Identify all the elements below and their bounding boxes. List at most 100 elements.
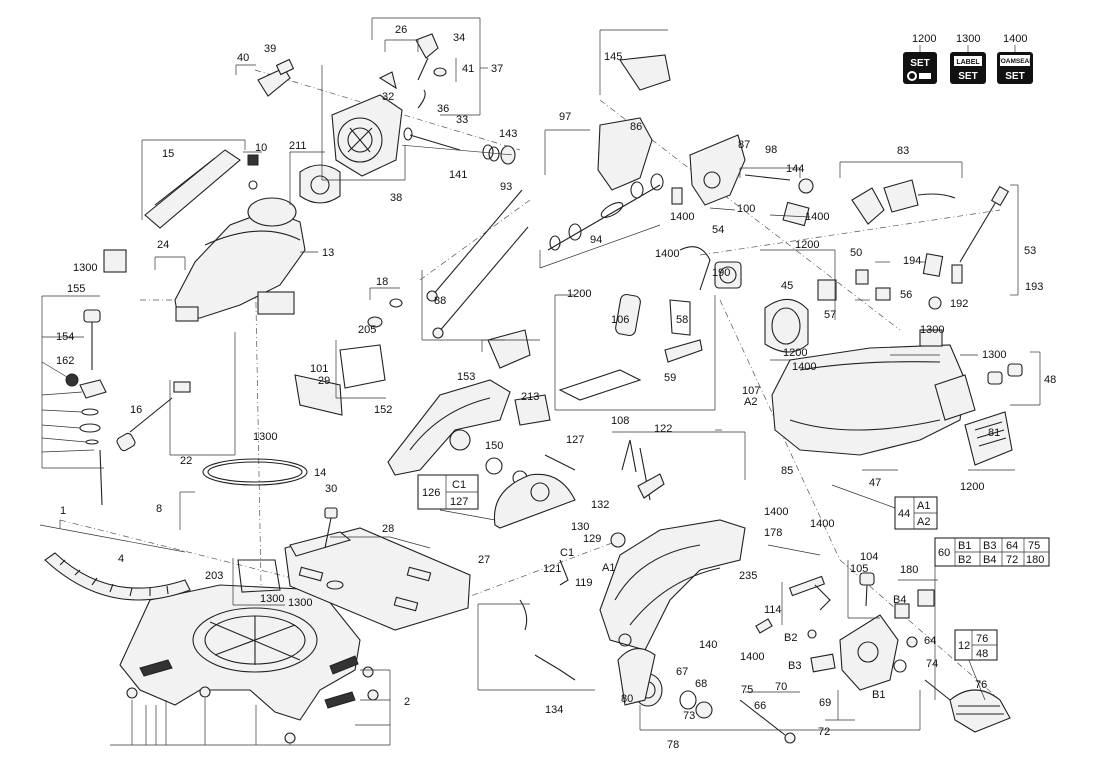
kit-1200-set: 1200 SET xyxy=(903,33,937,84)
callout-B2: B2 xyxy=(784,632,797,644)
table-60-r2c2: B4 xyxy=(983,554,996,566)
callout-1300: 1300 xyxy=(260,593,284,605)
callout-18: 18 xyxy=(376,276,388,288)
callout-38: 38 xyxy=(390,192,402,204)
callout-B4: B4 xyxy=(893,594,906,606)
callout-1300: 1300 xyxy=(956,33,980,45)
kit-1200-caption: SET xyxy=(910,58,929,69)
callout-1400: 1400 xyxy=(792,361,816,373)
callout-130: 130 xyxy=(571,521,589,533)
callout-86: 86 xyxy=(630,121,642,133)
table-60-r2c1: B2 xyxy=(958,554,971,566)
callout-105: 105 xyxy=(850,563,868,575)
kit-1400-foamseal-set: 1400 FOAMSEAL SET xyxy=(997,33,1033,84)
table-126-top: C1 xyxy=(452,479,466,491)
callout-85: 85 xyxy=(781,465,793,477)
callout-1300: 1300 xyxy=(920,324,944,336)
callout-1400: 1400 xyxy=(740,651,764,663)
callout-101: 101 xyxy=(310,363,328,375)
callout-154: 154 xyxy=(56,331,74,343)
misc-small-parts xyxy=(237,246,711,681)
callout-8: 8 xyxy=(156,503,162,515)
callout-193: 193 xyxy=(1025,281,1043,293)
blade-housing-a1 xyxy=(599,519,746,651)
callout-80: 80 xyxy=(621,693,633,705)
callout-labels: 1248101314151618222426272829303233343637… xyxy=(56,24,1056,751)
table-60-r2c4: 180 xyxy=(1026,554,1044,566)
callout-14: 14 xyxy=(314,467,326,479)
svg-text:SET: SET xyxy=(958,71,977,82)
callout-1400: 1400 xyxy=(805,211,829,223)
callout-1300: 1300 xyxy=(982,349,1006,361)
table-60-r1c1: B1 xyxy=(958,540,971,552)
callout-34: 34 xyxy=(453,32,465,44)
callout-1300: 1300 xyxy=(73,262,97,274)
callout-190: 190 xyxy=(712,267,730,279)
callout-87: 87 xyxy=(738,139,750,151)
callout-1400: 1400 xyxy=(670,211,694,223)
callout-1200: 1200 xyxy=(783,347,807,359)
callout-127: 127 xyxy=(566,434,584,446)
callout-67: 67 xyxy=(676,666,688,678)
callout-74: 74 xyxy=(926,658,938,670)
callout-81: 81 xyxy=(988,427,1000,439)
callout-129: 129 xyxy=(583,533,601,545)
fence-assembly xyxy=(284,507,471,631)
callout-1400: 1400 xyxy=(1003,33,1027,45)
callout-213: 213 xyxy=(521,391,539,403)
blade-guard xyxy=(387,379,541,492)
callout-57: 57 xyxy=(824,309,836,321)
callout-122: 122 xyxy=(654,423,672,435)
callout-132: 132 xyxy=(591,499,609,511)
callout-107: 107 xyxy=(742,385,760,397)
table-12-bottom: 48 xyxy=(976,648,988,660)
table-44-top: A1 xyxy=(917,500,930,512)
lower-guard-c1 xyxy=(493,454,576,529)
callout-48: 48 xyxy=(1044,374,1056,386)
callout-27: 27 xyxy=(478,554,490,566)
callout-93: 93 xyxy=(500,181,512,193)
callout-155: 155 xyxy=(67,283,85,295)
table-12-left: 12 xyxy=(958,640,970,652)
callout-143: 143 xyxy=(499,128,517,140)
callout-211: 211 xyxy=(289,140,307,152)
callout-39: 39 xyxy=(264,43,276,55)
callout-152: 152 xyxy=(374,404,392,416)
svg-text:LABEL: LABEL xyxy=(956,59,980,66)
callout-53: 53 xyxy=(1024,245,1036,257)
callout-106: 106 xyxy=(611,314,629,326)
callout-78: 78 xyxy=(667,739,679,751)
callout-100: 100 xyxy=(737,203,755,215)
callout-36: 36 xyxy=(437,103,449,115)
callout-15: 15 xyxy=(162,148,174,160)
callout-97: 97 xyxy=(559,111,571,123)
table-44: 44 A1 A2 xyxy=(894,496,938,530)
callout-73: 73 xyxy=(683,710,695,722)
callout-16: 16 xyxy=(130,404,142,416)
callout-30: 30 xyxy=(325,483,337,495)
table-12: 12 76 48 xyxy=(954,629,998,661)
callout-68: 68 xyxy=(695,678,707,690)
leader-lines xyxy=(39,17,1041,746)
callout-178: 178 xyxy=(764,527,782,539)
callout-235: 235 xyxy=(739,570,757,582)
callout-33: 33 xyxy=(456,114,468,126)
callout-140: 140 xyxy=(699,639,717,651)
callout-1200: 1200 xyxy=(912,33,936,45)
callout-B1: B1 xyxy=(872,689,885,701)
switch-and-cord xyxy=(851,179,1010,310)
table-60-r1c3: 64 xyxy=(1006,540,1018,552)
callout-29: 29 xyxy=(318,375,330,387)
callout-A2: A2 xyxy=(744,396,757,408)
callout-119: 119 xyxy=(575,577,593,589)
callout-B3: B3 xyxy=(788,660,801,672)
callout-32: 32 xyxy=(382,91,394,103)
callout-28: 28 xyxy=(382,523,394,535)
callout-70: 70 xyxy=(775,681,787,693)
table-126-bottom: 127 xyxy=(450,496,468,508)
callout-A1: A1 xyxy=(602,562,615,574)
callout-98: 98 xyxy=(765,144,777,156)
callout-64: 64 xyxy=(924,635,936,647)
callout-203: 203 xyxy=(205,570,223,582)
callout-37: 37 xyxy=(491,63,503,75)
